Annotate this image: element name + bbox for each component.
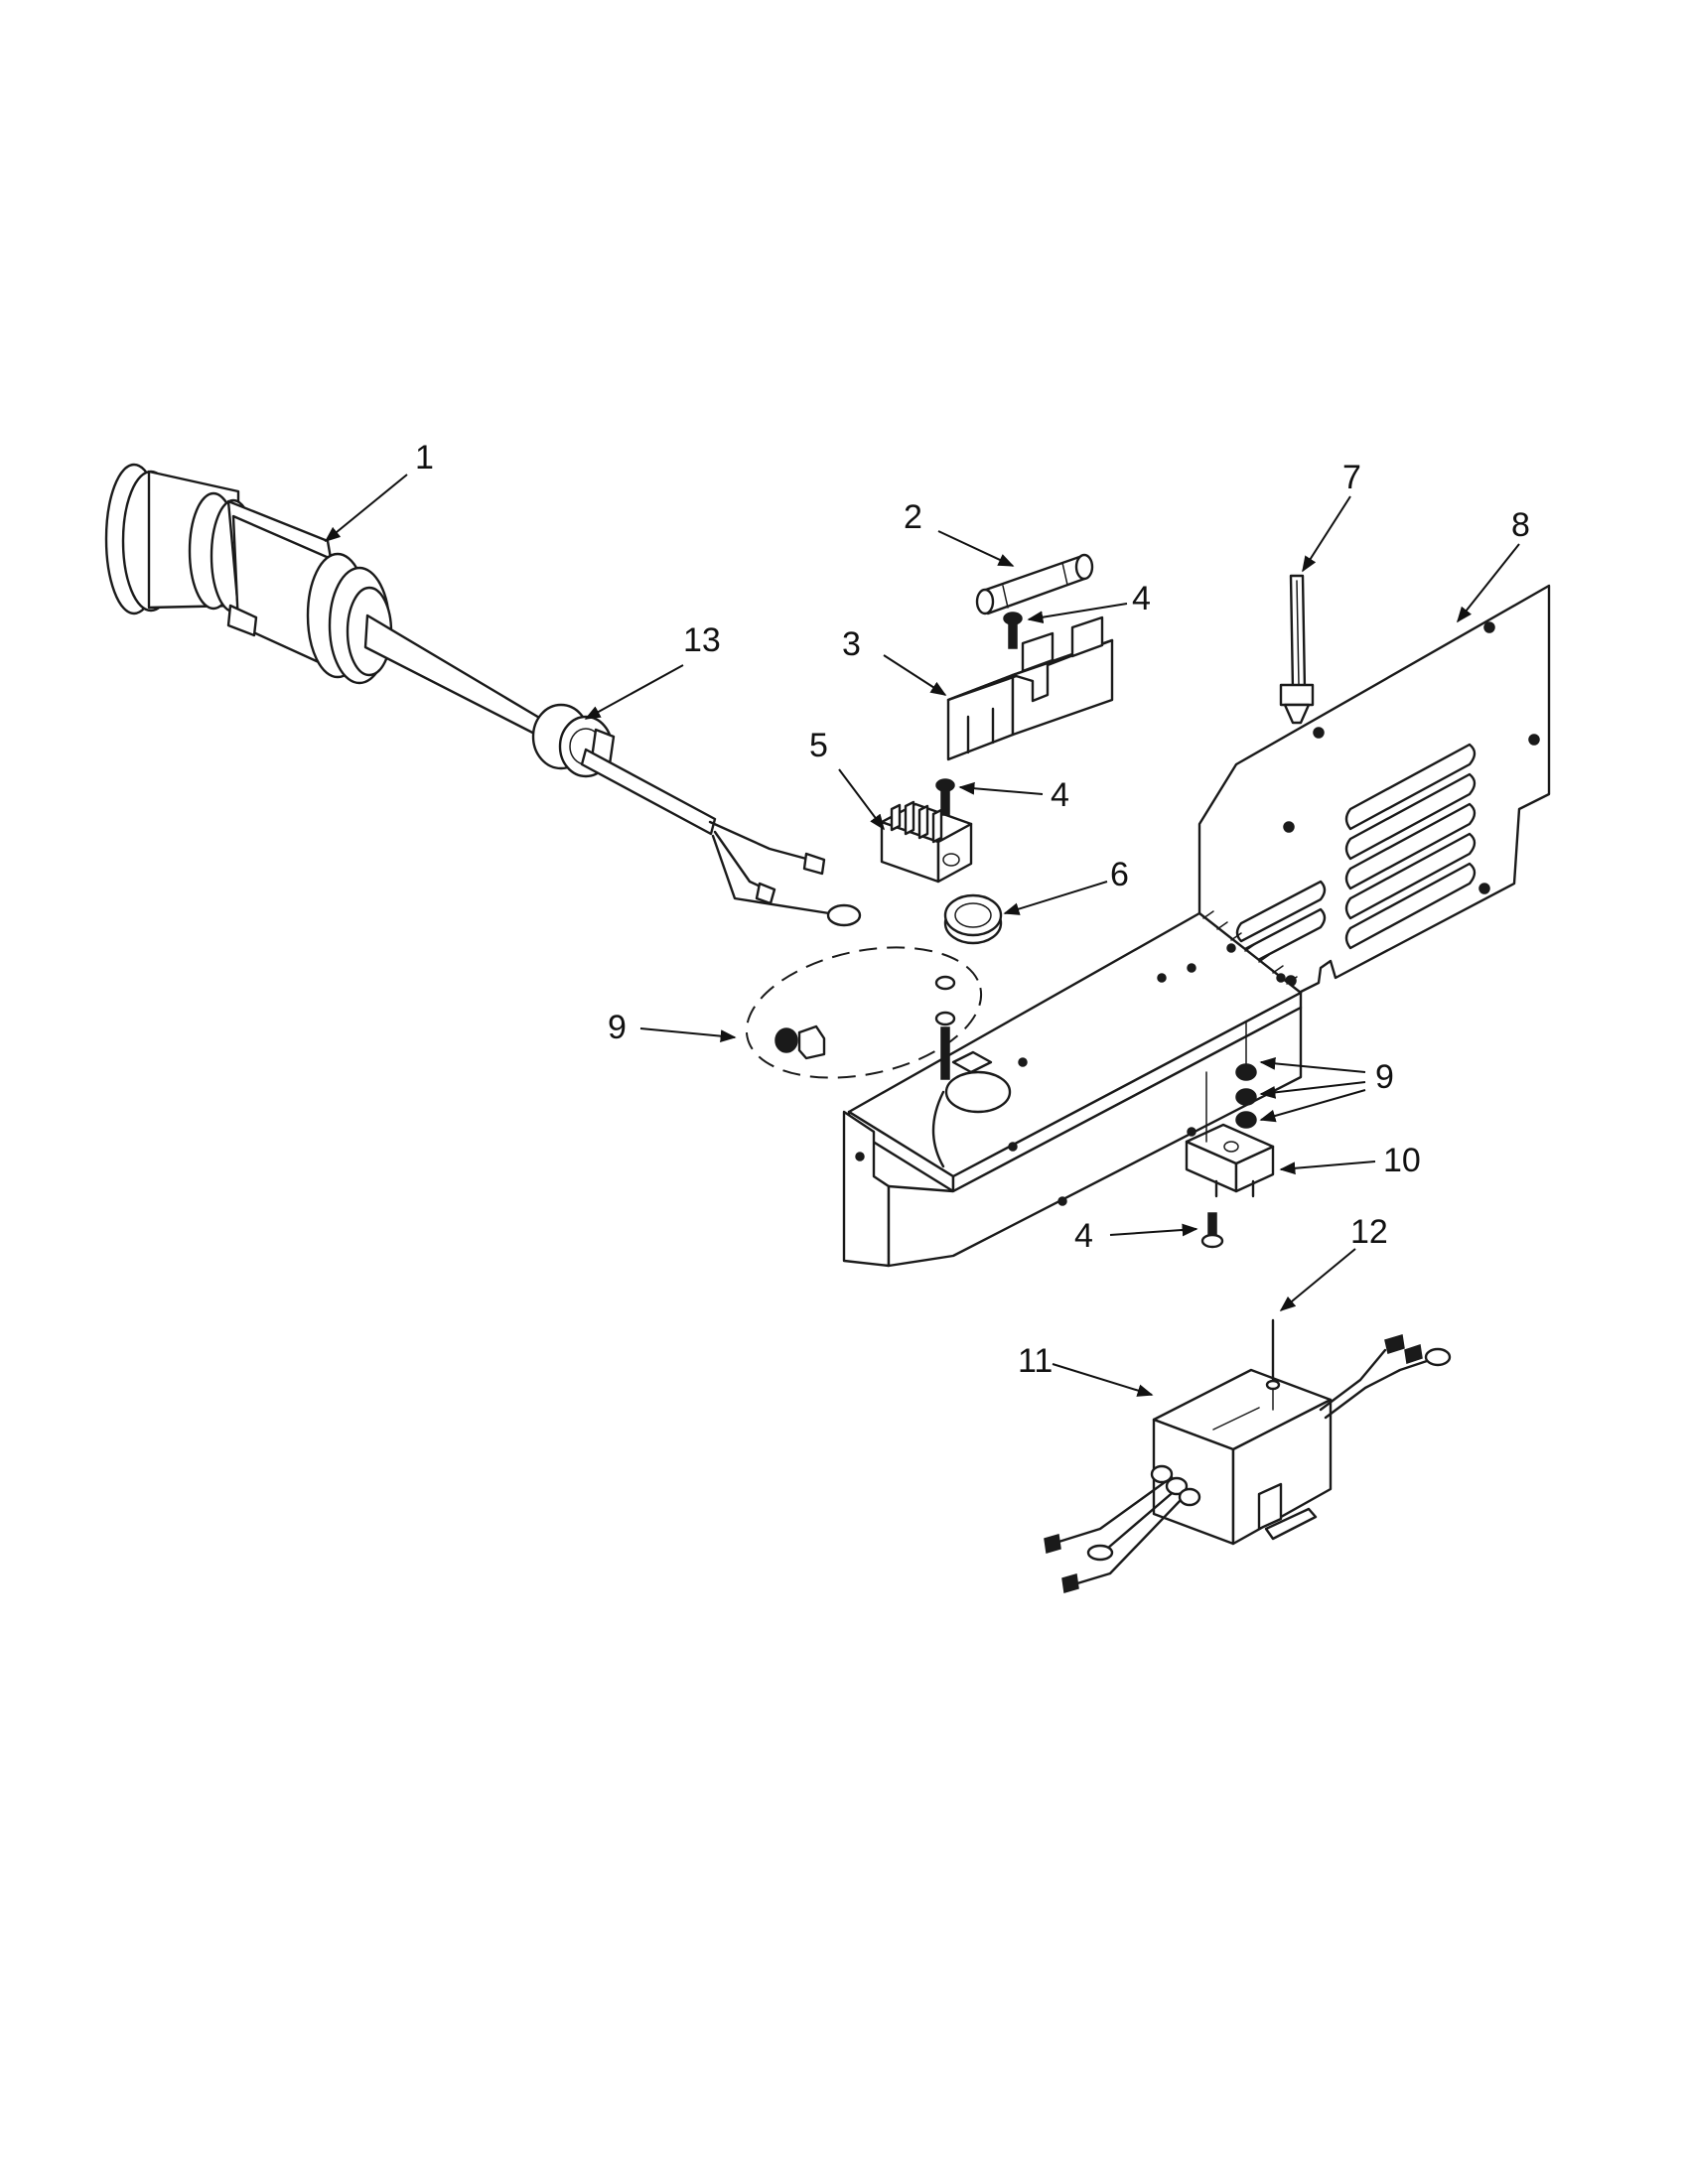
nut-with-clip: [774, 1024, 826, 1060]
part-1-power-plug: [104, 463, 553, 743]
callout-7: 7: [1342, 459, 1361, 496]
leader-lines: [324, 474, 1520, 1397]
callout-9-right: 9: [1375, 1058, 1394, 1096]
louvers-upper: [1344, 743, 1477, 950]
part-2-fuse: [975, 553, 1094, 615]
part-8-chassis-panel: [842, 584, 1551, 1268]
callout-12: 12: [1350, 1213, 1388, 1251]
callout-13: 13: [683, 621, 721, 659]
part-4-screw-middle: [935, 778, 955, 816]
part-9-hardware-group: [745, 946, 983, 1080]
part-11-filter-box: [1044, 1334, 1452, 1593]
callout-4-lower: 4: [1074, 1217, 1093, 1255]
callout-6: 6: [1110, 856, 1129, 893]
callout-1: 1: [415, 439, 434, 477]
callout-4-upper: 4: [1132, 580, 1151, 617]
callout-10: 10: [1383, 1142, 1421, 1179]
part-6-bushing: [943, 893, 1003, 945]
part-5-terminal-block: [880, 800, 973, 884]
part-7-cable-tie: [1279, 574, 1315, 805]
callout-4-middle: 4: [1051, 776, 1069, 814]
part-4-screw-lower: [1200, 1212, 1224, 1249]
callout-9-left: 9: [608, 1009, 627, 1046]
callout-11: 11: [1018, 1342, 1053, 1380]
part-4-screw-upper: [1003, 612, 1023, 649]
cord-wires: [708, 820, 862, 927]
callout-3: 3: [842, 625, 861, 663]
callout-8: 8: [1511, 506, 1530, 544]
callout-5: 5: [809, 727, 828, 764]
part-13-strain-relief: [531, 703, 717, 836]
part-9-nuts-right: [1235, 1022, 1257, 1129]
part-12-pin: [1265, 1318, 1281, 1411]
part-10-relay: [1185, 1071, 1275, 1198]
part-3-fuse-holder: [946, 615, 1114, 761]
callout-2: 2: [904, 498, 922, 536]
callout-labels: 1 2 3 4 5 4 6 7 8 13 9 9 10 4 12 11: [415, 439, 1530, 1380]
